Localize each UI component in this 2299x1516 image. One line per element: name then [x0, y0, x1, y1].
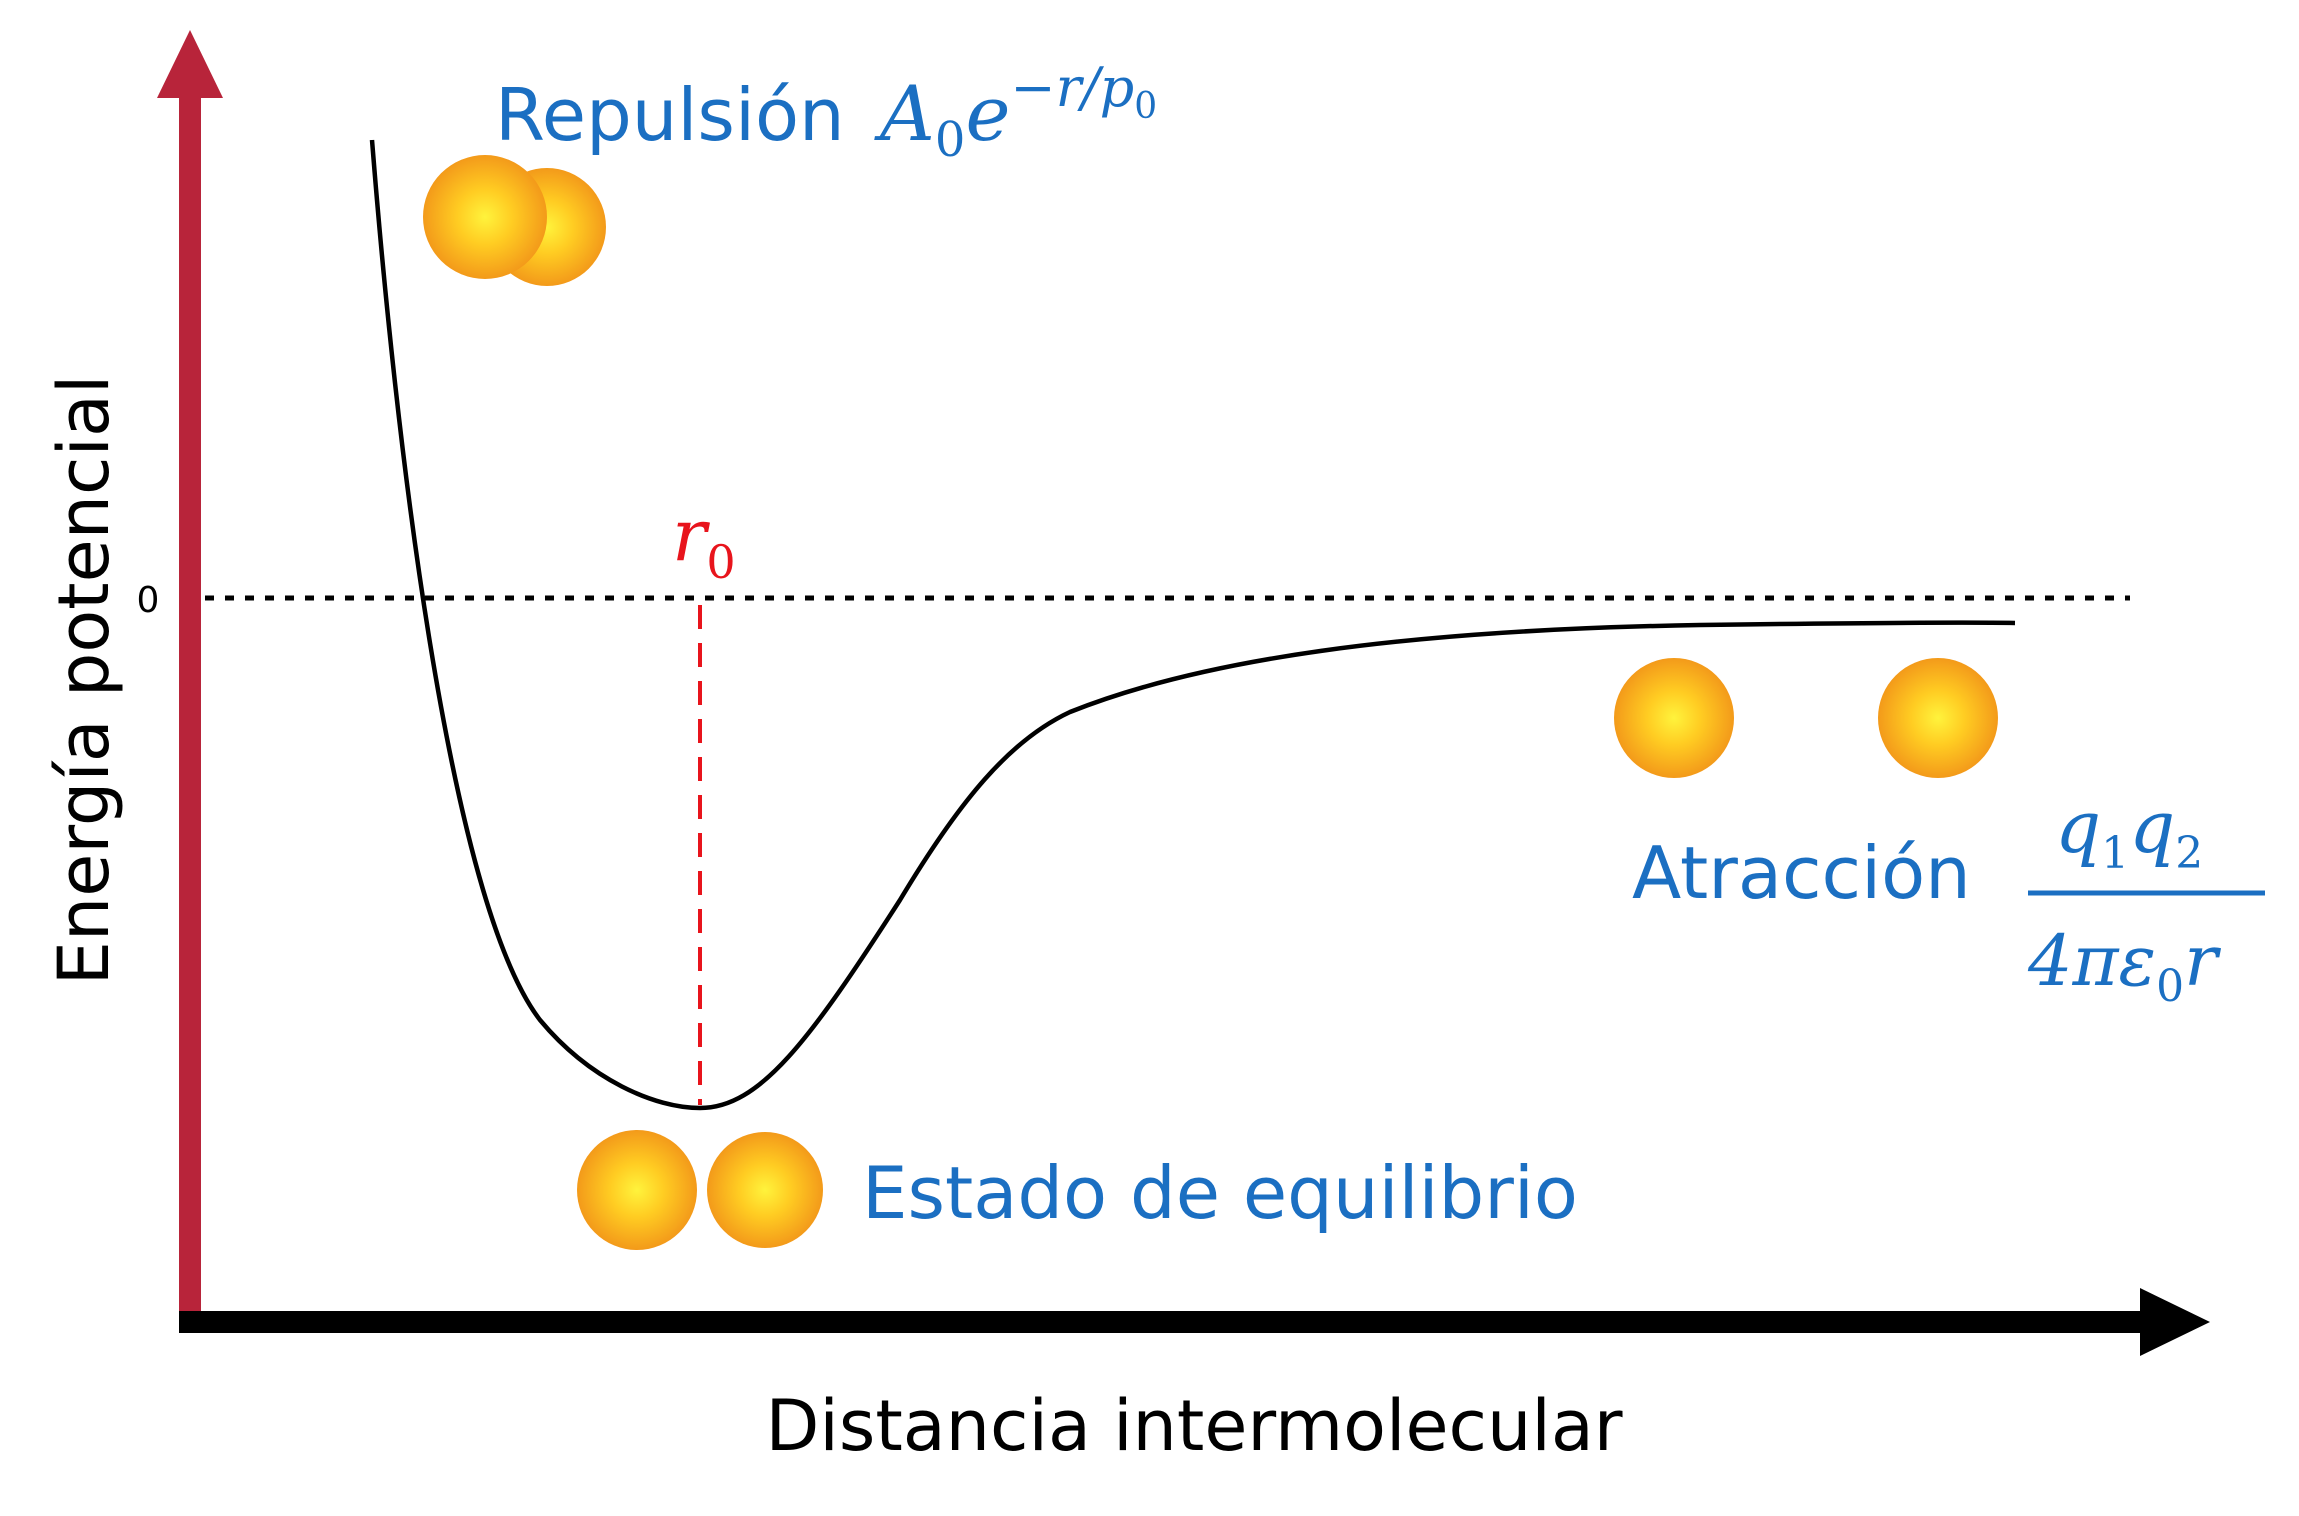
- repulsion-label-group: Repulsión A0e−r/p0: [495, 56, 1157, 168]
- repulsion-label: Repulsión: [495, 73, 845, 157]
- attraction-numerator: q1q2: [2055, 785, 2203, 879]
- attraction-denominator: 4πε0r: [2027, 920, 2221, 1012]
- y-axis-arrow-icon: [157, 30, 223, 98]
- attraction-label: Atracción: [1632, 831, 1971, 915]
- equilibrium-atoms: [577, 1130, 823, 1250]
- atom-icon: [1878, 658, 1998, 778]
- atom-icon: [577, 1130, 697, 1250]
- equilibrium-label: Estado de equilibrio: [862, 1151, 1578, 1235]
- x-axis-title: Distancia intermolecular: [766, 1385, 1623, 1467]
- atom-icon: [423, 155, 547, 279]
- y-axis: [157, 30, 223, 1333]
- x-axis: [179, 1288, 2210, 1356]
- x-axis-arrow-icon: [2140, 1288, 2210, 1356]
- repulsion-atoms: [423, 155, 606, 286]
- potential-energy-curve: [369, 139, 2016, 1111]
- attraction-label-group: Atracción q1q2 4πε0r: [1632, 785, 2265, 1012]
- atom-icon: [1614, 658, 1734, 778]
- repulsion-formula: A0e−r/p0: [874, 56, 1157, 168]
- y-axis-title: Energía potencial: [43, 375, 125, 986]
- atom-icon: [707, 1132, 823, 1248]
- attraction-atoms: [1614, 658, 1998, 778]
- zero-tick-label: 0: [137, 580, 160, 621]
- r0-label: r0: [672, 493, 736, 589]
